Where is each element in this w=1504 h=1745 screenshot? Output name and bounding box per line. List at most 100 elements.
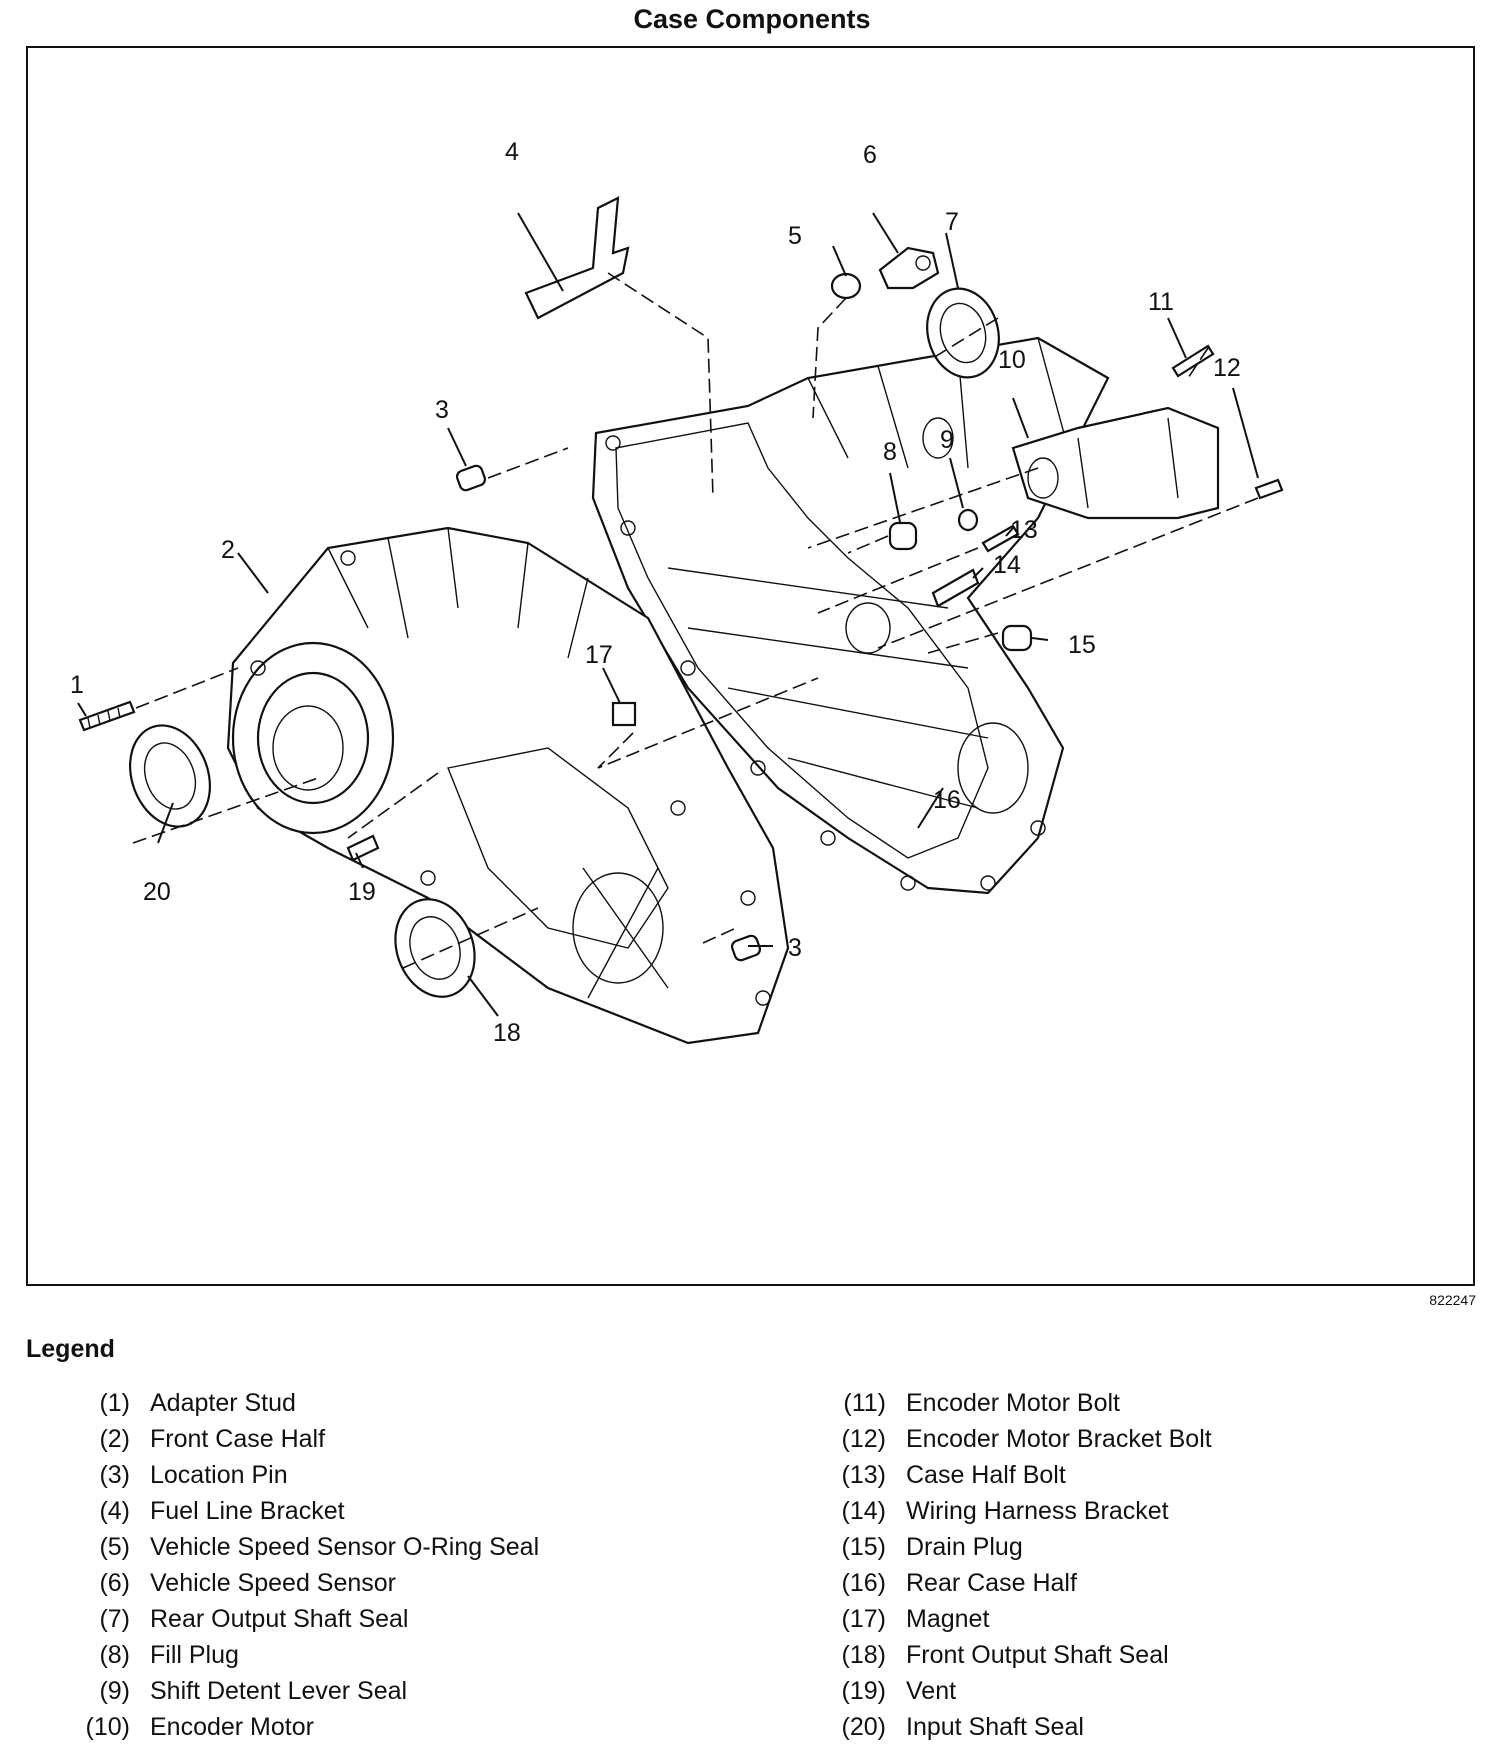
callout-15: 15 <box>1068 631 1096 659</box>
shift-detent-lever-seal <box>957 508 979 532</box>
legend-item-label: Wiring Harness Bracket <box>906 1496 1169 1525</box>
page-title: Case Components <box>633 4 871 34</box>
legend-item: (14)Wiring Harness Bracket <box>820 1493 1212 1529</box>
callout-9: 9 <box>940 426 954 454</box>
legend-item-label: Adapter Stud <box>150 1388 296 1417</box>
legend-item-number: (12) <box>841 1424 886 1453</box>
legend-item-label: Input Shaft Seal <box>906 1712 1084 1741</box>
legend-heading: Legend <box>26 1335 115 1363</box>
fuel-line-bracket <box>524 196 630 320</box>
leader-lines <box>77 212 1259 1017</box>
legend-item-label: Magnet <box>906 1604 990 1633</box>
legend-item-label: Encoder Motor Bolt <box>906 1388 1120 1417</box>
callout-11: 11 <box>1148 288 1174 316</box>
legend-item: (6) Vehicle Speed Sensor <box>60 1565 539 1601</box>
magnet <box>611 701 637 727</box>
callout-19: 19 <box>348 878 376 906</box>
callout-16: 16 <box>933 786 961 814</box>
legend-item: (10) Encoder Motor <box>60 1709 539 1745</box>
legend-item: (12) Encoder Motor Bracket Bolt <box>820 1421 1212 1457</box>
legend-item-label: Encoder Motor <box>150 1712 314 1741</box>
legend-list-left: (1) Adapter Stud (2)Front Case Half (3) Lo… <box>60 1385 540 1745</box>
legend-item: (16) Rear Case Half <box>820 1565 1212 1601</box>
callout-labels: 1 2 3 3 4 5 6 7 8 9 10 11 12 13 14 15 16… <box>70 138 1241 1047</box>
legend-item: (13) Case Half Bolt <box>820 1457 1212 1493</box>
location-pin-upper <box>455 464 487 492</box>
callout-14: 14 <box>993 551 1021 579</box>
encoder-motor <box>1011 406 1220 520</box>
legend-item: (3) Location Pin <box>60 1457 539 1493</box>
callout-3-upper: 3 <box>435 396 449 424</box>
location-pin-lower <box>730 934 762 962</box>
callout-7: 7 <box>945 208 959 236</box>
rear-case-half <box>591 336 1110 895</box>
legend-item-label: Vent <box>906 1676 957 1705</box>
legend-item-number: (4) <box>99 1496 130 1525</box>
legend-item: (5) Vehicle Speed Sensor O-Ring Seal <box>60 1529 539 1565</box>
assembly-lines <box>132 272 1259 969</box>
encoder-motor-bracket-bolt <box>1254 478 1284 500</box>
legend-item-label: Location Pin <box>150 1460 288 1489</box>
legend-item: (9) Shift Detent Lever Seal <box>60 1673 539 1709</box>
legend-item-number: (10) <box>85 1712 130 1741</box>
wiring-harness-bracket <box>931 568 980 608</box>
legend-item-label: Case Half Bolt <box>906 1460 1066 1489</box>
legend-item-number: (6) <box>99 1568 130 1597</box>
vss-o-ring <box>830 272 862 300</box>
legend-item: (2)Front Case Half <box>60 1421 539 1457</box>
legend-item-number: (2) <box>99 1424 130 1453</box>
legend-item-number: (8) <box>99 1640 130 1669</box>
legend-item-number: (19) <box>841 1676 886 1705</box>
legend-item-label: Front Output Shaft Seal <box>906 1640 1169 1669</box>
legend-item-number: (3) <box>99 1460 130 1489</box>
legend-item-label: Fuel Line Bracket <box>150 1496 345 1525</box>
callout-20: 20 <box>143 878 171 906</box>
rear-output-shaft-seal <box>926 287 1000 379</box>
drain-plug <box>1001 624 1033 652</box>
diagram-frame: 1 2 3 3 4 5 6 7 8 9 10 11 12 13 14 15 16… <box>26 46 1475 1286</box>
legend-item: (20) Input Shaft Seal <box>820 1709 1212 1745</box>
legend-item: (18) Front Output Shaft Seal <box>820 1637 1212 1673</box>
legend-item-number: (15) <box>841 1532 886 1561</box>
callout-10: 10 <box>998 346 1026 374</box>
legend-item-label: Encoder Motor Bracket Bolt <box>906 1424 1212 1453</box>
legend-item-number: (11) <box>843 1388 886 1417</box>
callout-5: 5 <box>788 222 802 250</box>
callout-8: 8 <box>883 438 897 466</box>
legend-item: (8)Fill Plug <box>60 1637 539 1673</box>
legend-list-right: (11) Encoder Motor Bolt (12) Encoder Motor… <box>820 1385 1212 1745</box>
legend-item-number: (20) <box>841 1712 886 1741</box>
legend-item: (4) Fuel Line Bracket <box>60 1493 539 1529</box>
vehicle-speed-sensor <box>878 246 940 290</box>
adapter-stud <box>78 700 136 732</box>
encoder-motor-bolt <box>1171 344 1215 378</box>
callout-3-lower: 3 <box>788 934 802 962</box>
legend-item: (15) Drain Plug <box>820 1529 1212 1565</box>
callout-12: 12 <box>1213 354 1241 382</box>
legend-item-label: Vehicle Speed Sensor O-Ring Seal <box>150 1532 540 1561</box>
legend-item-number: (13) <box>841 1460 886 1489</box>
legend-item-label: Vehicle Speed Sensor <box>150 1568 397 1597</box>
exploded-view-diagram: 1 2 3 3 4 5 6 7 8 9 10 11 12 13 14 15 16… <box>70 138 1284 1047</box>
callout-18: 18 <box>493 1019 521 1047</box>
legend-item: (19) Vent <box>820 1673 1212 1709</box>
legend-item-number: (16) <box>841 1568 886 1597</box>
legend-item-number: (17) <box>841 1604 886 1633</box>
figure-id: 822247 <box>1429 1292 1476 1308</box>
legend-item: (1) Adapter Stud <box>60 1385 539 1421</box>
input-shaft-seal <box>129 724 211 828</box>
legend-item-number: (9) <box>99 1676 130 1705</box>
legend-item-number: (5) <box>99 1532 130 1561</box>
callout-2: 2 <box>221 536 235 564</box>
legend-item-label: Shift Detent Lever Seal <box>150 1676 408 1705</box>
legend-item-number: (7) <box>99 1604 130 1633</box>
legend-item-number: (1) <box>99 1388 130 1417</box>
legend-item-label: Rear Output Shaft Seal <box>150 1604 409 1633</box>
front-output-shaft-seal <box>394 898 476 998</box>
legend-item-number: (18) <box>841 1640 886 1669</box>
callout-4: 4 <box>505 138 519 166</box>
legend-item-label: Drain Plug <box>906 1532 1023 1561</box>
front-case-half <box>226 526 790 1045</box>
legend-item: (7) Rear Output Shaft Seal <box>60 1601 539 1637</box>
legend-item-label: Rear Case Half <box>906 1568 1077 1597</box>
